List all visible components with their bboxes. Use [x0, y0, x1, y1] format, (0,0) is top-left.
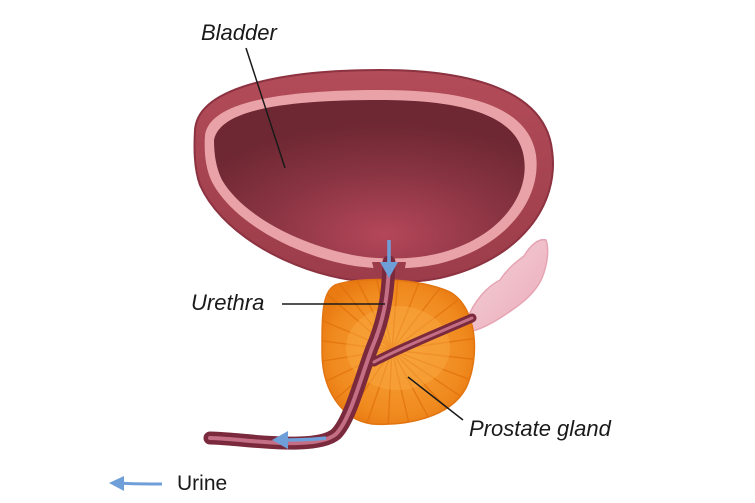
- urine-exit-arrowhead-icon: [272, 431, 288, 449]
- prostate-leader-line: [407, 376, 464, 421]
- urethra: [203, 255, 477, 450]
- urethra-label: Urethra: [191, 290, 265, 315]
- urine-flow-arrowhead-icon: [380, 262, 398, 278]
- bladder-label: Bladder: [201, 20, 277, 45]
- urine-legend-label: Urine: [177, 472, 228, 495]
- seminal-vesicle: [465, 238, 549, 333]
- prostate-gland-label: Prostate gland: [469, 416, 611, 441]
- bladder-leader-line: [245, 47, 286, 169]
- bladder-lumen: [214, 100, 525, 259]
- arrow-left-icon: [109, 476, 163, 491]
- urine-exit-arrow-icon: [281, 436, 327, 442]
